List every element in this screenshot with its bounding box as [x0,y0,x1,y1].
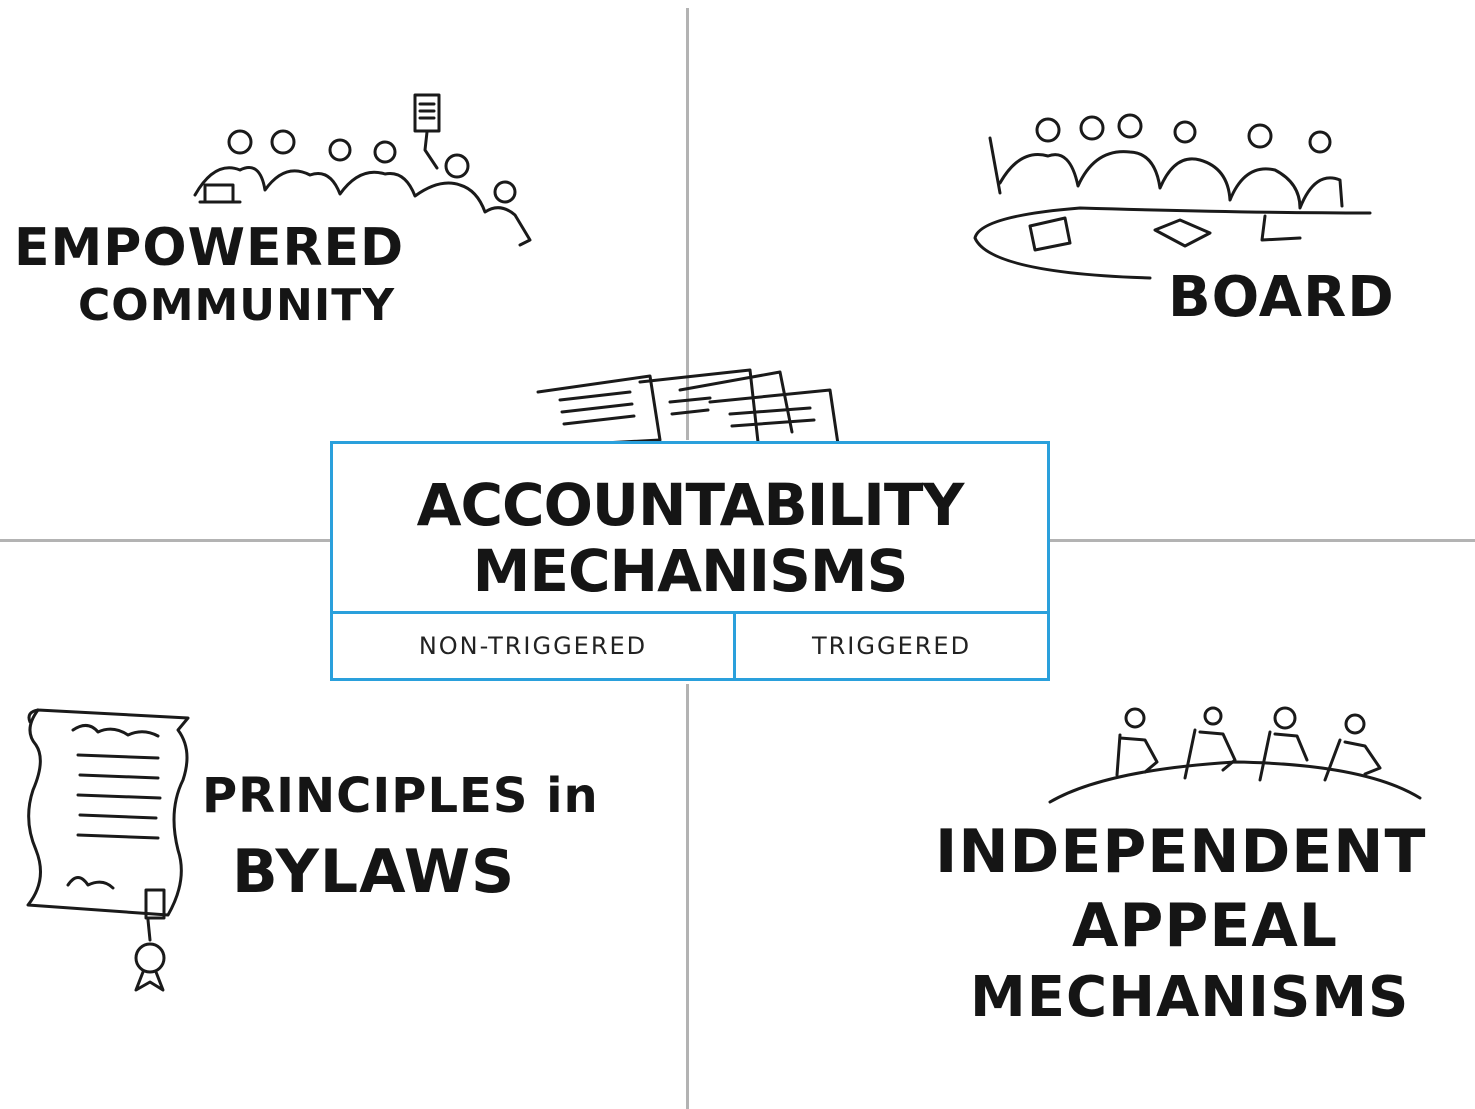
empowered-community-line1: EMPOWERED [14,218,405,278]
bylaws-label: BYLAWS [232,837,516,907]
documents-stack-icon [536,368,840,448]
bylaws-scroll-icon [26,708,190,992]
appeal-label: APPEAL [1072,891,1339,961]
independent-label: INDEPENDENT [935,817,1427,887]
non-triggered-label: NON-TRIGGERED [333,614,736,678]
horizontal-divider-left [0,539,330,542]
center-split-row: NON-TRIGGERED TRIGGERED [333,611,1047,678]
appeal-panel-icon [1048,706,1422,804]
principles-in-label: PRINCIPLES in [202,768,599,824]
mechanisms-label: MECHANISMS [970,965,1410,1030]
center-title: ACCOUNTABILITY MECHANISMS [333,472,1047,604]
accountability-mechanisms-box: ACCOUNTABILITY MECHANISMS NON-TRIGGERED … [330,441,1050,681]
board-label: BOARD [1168,265,1395,330]
vertical-divider-top [686,8,689,440]
vertical-divider-bottom [686,684,689,1109]
community-people-icon [193,93,532,247]
board-table-icon [973,113,1372,280]
empowered-community-line2: COMMUNITY [78,280,396,331]
center-title-line1: ACCOUNTABILITY [416,471,965,539]
center-title-line2: MECHANISMS [472,537,909,605]
horizontal-divider-right [1050,539,1475,542]
triggered-label: TRIGGERED [811,632,972,660]
